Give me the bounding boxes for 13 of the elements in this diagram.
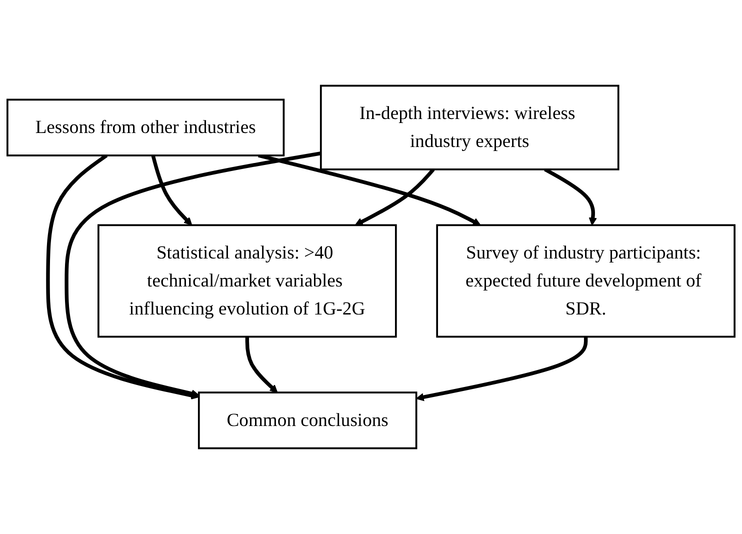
arrow [245,336,278,393]
node-box: In-depth interviews: wireless industry experts [320,84,620,170]
arrow [64,151,322,398]
node-box: Survey of industry participants: expected future development of SDR. [436,224,736,338]
arrow [258,154,481,226]
arrow [46,154,200,400]
arrow [151,154,192,226]
node-box: Common conclusions [198,392,418,450]
arrow [354,168,435,226]
arrow [544,168,597,226]
arrow [416,336,588,402]
node-box: Statistical analysis: >40 technical/market variables influencing evolution of 1G-2G [98,224,397,338]
node-box: Lessons from other industries [6,98,285,156]
